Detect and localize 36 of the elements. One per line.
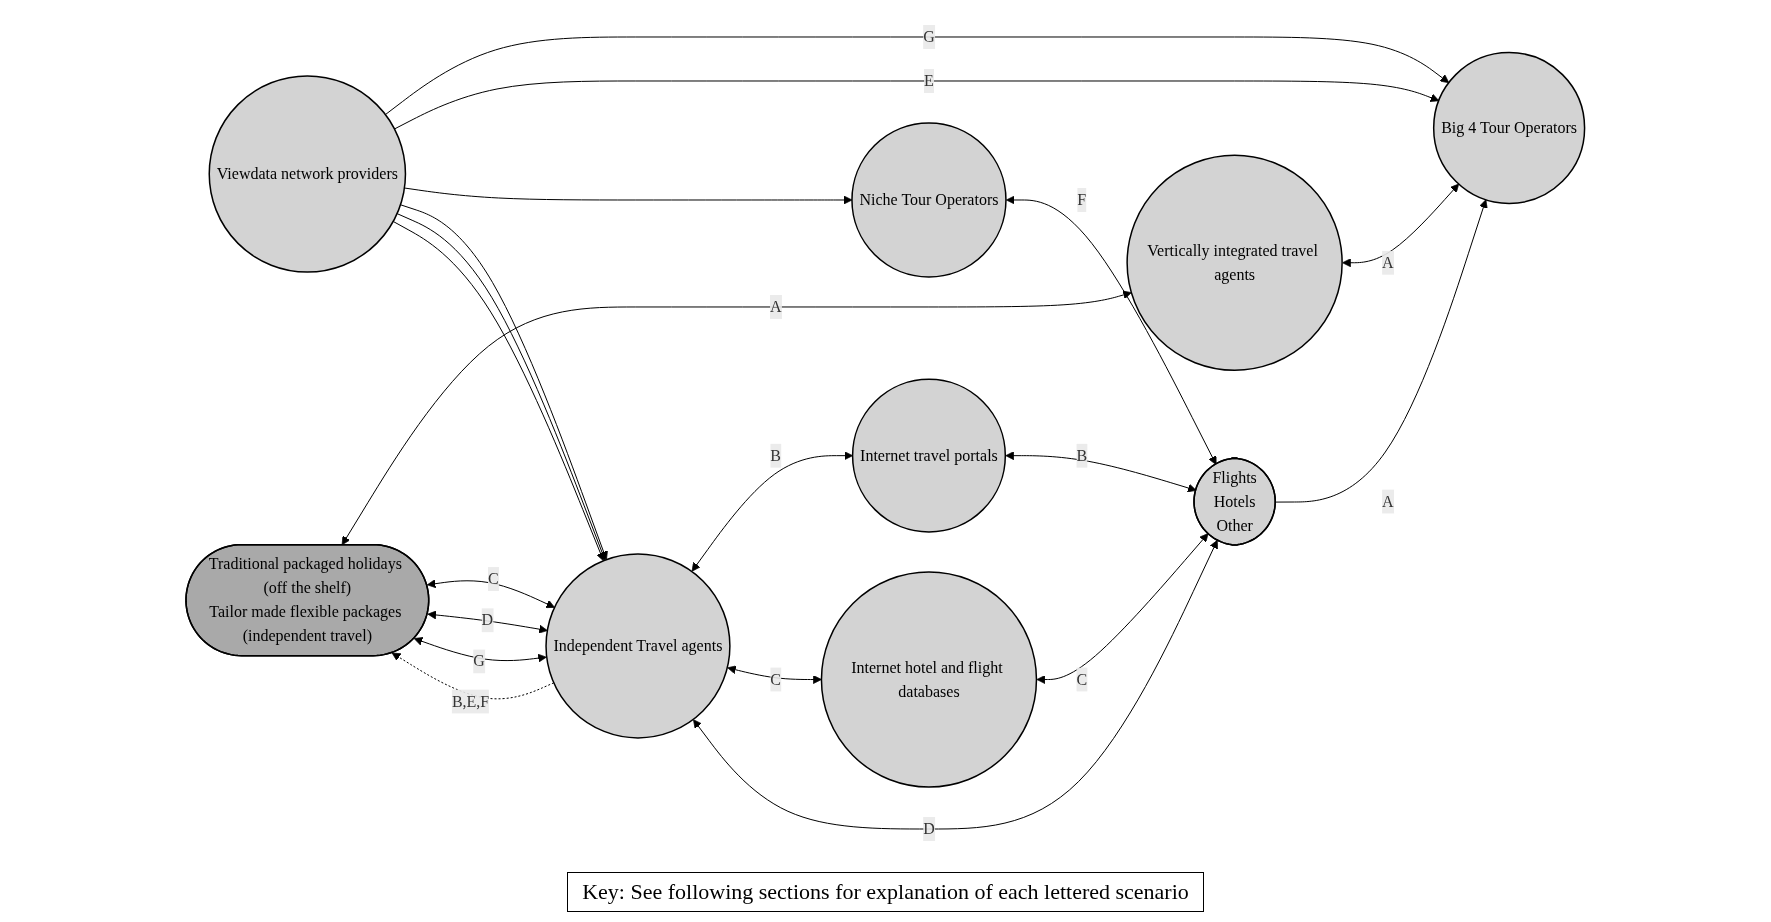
key-note: Key: See following sections for explanation of each lettered scenario xyxy=(567,872,1204,912)
node-circle: Internet travel portals xyxy=(852,378,1007,533)
arrow xyxy=(1036,533,1209,684)
arrow xyxy=(427,579,556,609)
node-circle: Big 4 Tour Operators xyxy=(1433,51,1586,205)
edge-label: G xyxy=(923,27,935,45)
arrow xyxy=(394,80,1440,130)
edge-label: E xyxy=(924,71,935,89)
arrow xyxy=(693,539,1219,830)
node-circle: Niche Tour Operators xyxy=(851,122,1007,278)
edge-label: A xyxy=(1382,253,1394,271)
edge-label: F xyxy=(1077,190,1087,208)
arrow xyxy=(385,36,1450,116)
edge-label: A xyxy=(770,297,782,315)
arrow xyxy=(1275,199,1488,503)
arrow xyxy=(341,290,1132,546)
edge-label: D xyxy=(481,611,494,629)
arrow xyxy=(1005,451,1197,493)
arrow xyxy=(414,637,547,663)
node-circle: Internet hotel and flight databases xyxy=(820,571,1038,788)
edge-label: C xyxy=(770,670,782,688)
arrow xyxy=(404,187,853,205)
edge-label: C xyxy=(488,570,499,588)
node-circle: Vertically integrated travel agents xyxy=(1126,154,1344,371)
edge-label: G xyxy=(473,652,485,670)
arrow xyxy=(1342,183,1460,268)
edge-label: A xyxy=(1382,492,1394,510)
edge-label: B xyxy=(1076,446,1088,464)
node-circle: Viewdata network providers xyxy=(208,75,407,273)
edge-label: D xyxy=(923,820,935,837)
arrow xyxy=(427,610,548,634)
arrow xyxy=(1006,195,1217,465)
edge-label: C xyxy=(1076,670,1088,688)
edge-label: B xyxy=(770,446,782,464)
node-circle: Independent Travel agents xyxy=(545,553,731,739)
edge-label: B,E,F xyxy=(452,692,490,710)
